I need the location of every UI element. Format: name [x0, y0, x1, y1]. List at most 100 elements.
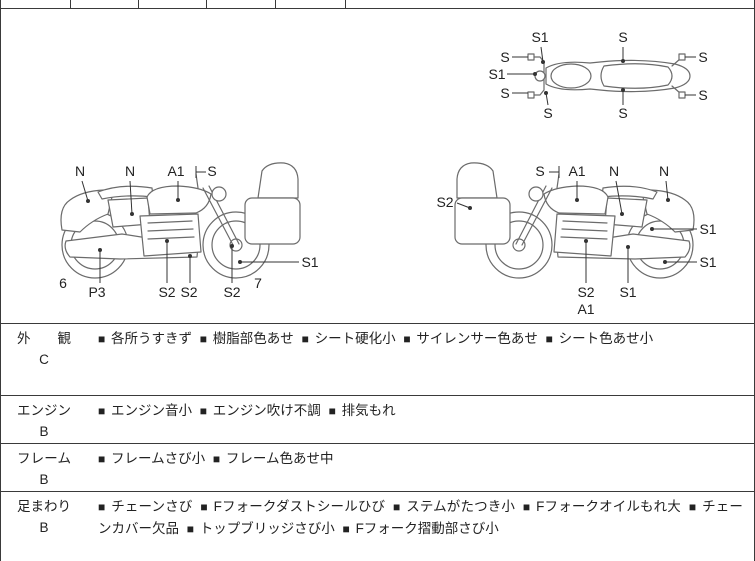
diagram-label: S1	[531, 29, 548, 45]
condition-row-frame: フレーム B ■ フレームさび小 ■ フレーム色あせ中	[0, 443, 755, 491]
diagram-label: S	[698, 87, 707, 103]
condition-item: ■ エンジン吹け不調	[200, 403, 321, 418]
category-label: 足まわり	[17, 499, 71, 514]
category-cell: 外 観 C	[17, 328, 71, 370]
condition-item: ■ チェーンさび	[98, 499, 192, 514]
front-fairing-box	[244, 197, 301, 245]
header-cell-divider	[345, 0, 346, 8]
leader-dot	[230, 244, 234, 248]
condition-item: ■ エンジン音小	[98, 403, 192, 418]
leader-dot	[650, 227, 654, 231]
condition-item: ■ フレームさび小	[98, 451, 205, 466]
diagram-bottom-border	[0, 323, 755, 324]
diagram-label: S	[618, 105, 627, 121]
bullet-icon: ■	[545, 332, 553, 346]
item-text: チェーンさび	[111, 499, 193, 514]
rear-left-signal	[678, 53, 686, 61]
right-side-view-labels: S A1 N N S2 S1 S1 S2 S1 A1	[436, 163, 716, 317]
condition-items: ■ チェーンさび ■ Fフォークダストシールひび ■ ステムがたつき小 ■ Fフ…	[98, 496, 743, 540]
left-mirror	[527, 53, 535, 61]
left-side-view-labels: N N A1 S 6 P3 S2 S2 S2 7 S1	[59, 163, 319, 300]
bullet-icon: ■	[200, 500, 208, 514]
header-cell-divider	[206, 0, 207, 8]
bullet-icon: ■	[393, 500, 401, 514]
leader-dot	[176, 198, 180, 202]
right-side-view-motorcycle	[454, 162, 695, 279]
leader-dot	[663, 260, 667, 264]
leader-dot	[86, 199, 90, 203]
row-divider	[0, 395, 755, 396]
category-label: 外 観	[17, 331, 71, 346]
leader-tick	[195, 166, 206, 178]
diagram-label: S	[543, 105, 552, 121]
diagram-label: 6	[59, 275, 67, 291]
condition-row-engine: エンジン B ■ エンジン音小 ■ エンジン吹け不調 ■ 排気もれ	[0, 395, 755, 443]
leader-line	[81, 180, 89, 202]
diagram-label: S	[698, 49, 707, 65]
bullet-icon: ■	[301, 332, 309, 346]
item-text: Fフォークオイルもれ大	[536, 499, 681, 514]
engine-block	[139, 213, 202, 257]
condition-item: ■ Fフォークダストシールひび	[200, 499, 385, 514]
engine	[139, 213, 202, 257]
leader-dot	[621, 88, 625, 92]
grade-label: B	[39, 424, 49, 439]
condition-item: ■ チェーンカバー欠品	[98, 499, 743, 536]
condition-item: ■ ステムがたつき小	[393, 499, 515, 514]
row-divider	[0, 491, 755, 492]
leader-tick	[549, 166, 560, 178]
condition-item: ■ Fフォーク摺動部さび小	[343, 521, 499, 536]
item-text: エンジン音小	[111, 403, 193, 418]
condition-item: ■ Fフォークオイルもれ大	[523, 499, 681, 514]
right-mirror	[527, 91, 535, 99]
top-headlight	[534, 70, 546, 82]
leader-dot	[584, 239, 588, 243]
leader-dot	[544, 91, 548, 95]
diagram-label: S1	[699, 254, 716, 270]
category-label: フレーム	[17, 451, 71, 466]
bullet-icon: ■	[199, 404, 208, 418]
item-text: シート色あせ小	[558, 331, 654, 346]
diagram-label: 7	[254, 275, 262, 291]
item-text: 各所うすきず	[111, 331, 193, 346]
bullet-icon: ■	[186, 522, 195, 536]
diagram-label: N	[125, 163, 135, 179]
diagram-label: P3	[88, 284, 105, 300]
diagram-label: S2	[223, 284, 240, 300]
diagram-label: N	[609, 163, 619, 179]
category-cell: 足まわり B	[17, 496, 71, 538]
diagram-label: N	[75, 163, 85, 179]
row-divider	[0, 443, 755, 444]
condition-item: ■ 排気もれ	[329, 403, 396, 418]
leader-line	[129, 180, 133, 215]
category-cell: フレーム B	[17, 448, 71, 490]
rear-right-signal	[678, 91, 686, 99]
item-text: フレームさび小	[111, 451, 206, 466]
diagram-label: S2	[577, 284, 594, 300]
leader-dot	[666, 198, 670, 202]
item-text: エンジン吹け不調	[212, 403, 321, 418]
diagram-label: A1	[577, 301, 594, 317]
bullet-icon: ■	[199, 332, 208, 346]
item-text: トップブリッジさび小	[199, 521, 335, 536]
leader-line	[545, 92, 549, 106]
condition-row-exterior: 外 観 C ■ 各所うすきず ■ 樹脂部色あせ ■ シート硬化小 ■ サイレンサ…	[0, 323, 755, 395]
seat	[97, 185, 154, 200]
leader-dot	[626, 245, 630, 249]
leader-dot	[165, 239, 169, 243]
motorcycle-condition-diagram: S1 S S S1 S S S S S N N A1 S 6 P3 S2 S2 …	[59, 29, 717, 317]
diagram-label: S	[500, 85, 509, 101]
bullet-icon: ■	[403, 332, 411, 346]
top-fuel-tank	[550, 63, 592, 89]
bullet-icon: ■	[688, 500, 697, 514]
cylinder-fins	[147, 220, 195, 240]
leader-dot	[620, 212, 624, 216]
diagram-label: S2	[436, 194, 453, 210]
leader-dot	[621, 59, 625, 63]
leader-dot	[238, 260, 242, 264]
leader-line	[456, 202, 471, 209]
condition-row-suspension: 足まわり B ■ チェーンさび ■ Fフォークダストシールひび ■ ステムがたつ…	[0, 491, 755, 561]
leader-dot	[98, 248, 102, 252]
diagram-label: S1	[301, 254, 318, 270]
condition-item: ■ シート硬化小	[302, 331, 396, 346]
